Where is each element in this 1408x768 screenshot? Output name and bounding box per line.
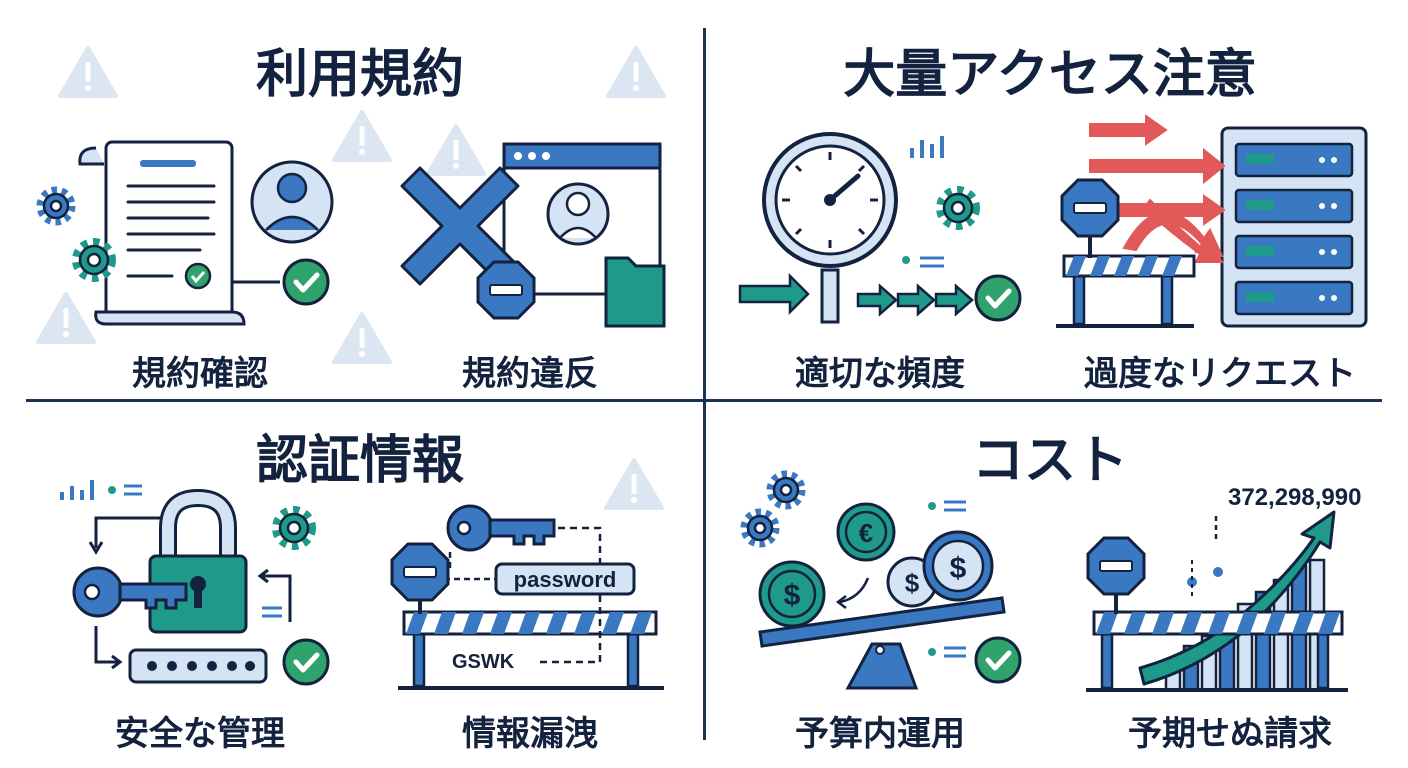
arrow-icon <box>738 272 974 317</box>
gear-icon <box>745 513 775 543</box>
barrier-icon <box>398 610 664 690</box>
dollar-symbol: $ <box>950 552 967 585</box>
cost-counter: 372,298,990 <box>1228 484 1362 511</box>
stop-sign-icon <box>1060 178 1120 238</box>
gear-icon <box>77 243 111 277</box>
warning-icon <box>58 46 118 98</box>
coin-icon: € <box>836 502 896 562</box>
coin-icon: $ <box>758 560 826 628</box>
horizontal-divider <box>26 399 1382 402</box>
server-rack-icon <box>1220 126 1368 328</box>
title-credentials: 認証情報 <box>255 431 464 491</box>
title-mass-access-warning: 大量アクセス注意 <box>843 45 1257 105</box>
clock-icon <box>762 132 898 324</box>
user-icon <box>250 160 334 244</box>
caption-terms-check: 規約確認 <box>132 354 268 394</box>
stop-sign-icon <box>1086 536 1146 596</box>
warning-icon <box>332 312 392 364</box>
signal-bars-icon <box>60 480 94 500</box>
password-field-label: password <box>514 567 617 592</box>
padlock-icon <box>148 488 248 634</box>
check-icon <box>284 640 328 684</box>
dollar-symbol: $ <box>784 579 801 612</box>
warning-icon <box>604 458 664 510</box>
barrier-icon <box>1086 610 1348 692</box>
check-icon <box>976 276 1020 320</box>
stop-sign-icon <box>476 260 536 320</box>
caption-terms-violation: 規約違反 <box>462 354 598 394</box>
caption-secure-management: 安全な管理 <box>115 714 285 754</box>
key-icon <box>446 504 556 552</box>
stop-sign-icon <box>390 542 450 602</box>
arrow-icon <box>1089 114 1226 263</box>
password-dots-icon <box>128 648 268 684</box>
caption-info-leak: 情報漏洩 <box>462 714 598 754</box>
check-icon <box>284 260 328 304</box>
seesaw-icon <box>758 596 1006 690</box>
coin-icon: $ <box>922 530 994 602</box>
folder-icon <box>604 256 666 328</box>
gear-icon <box>771 475 801 505</box>
vertical-divider <box>703 28 706 740</box>
warning-icon <box>426 124 486 176</box>
token-text: GSWK <box>452 651 515 673</box>
dollar-symbol: $ <box>905 568 920 598</box>
warning-icon <box>606 46 666 98</box>
title-cost: コスト <box>971 431 1128 491</box>
key-icon <box>72 566 188 618</box>
gear-icon <box>41 191 71 221</box>
document-icon <box>78 140 246 326</box>
barrier-icon <box>1056 254 1196 328</box>
warning-icon <box>332 110 392 162</box>
title-terms-of-use: 利用規約 <box>255 45 464 105</box>
gear-icon <box>941 191 975 225</box>
caption-excessive-requests: 過度なリクエスト <box>1084 354 1356 394</box>
gear-icon <box>277 511 311 545</box>
growth-chart-icon <box>1138 510 1336 692</box>
warning-icon <box>36 292 96 344</box>
caption-unexpected-bill: 予期せぬ請求 <box>1128 714 1332 754</box>
signal-bars-icon <box>910 136 944 158</box>
caption-proper-frequency: 適切な頻度 <box>795 354 965 394</box>
caption-within-budget: 予算内運用 <box>795 714 965 754</box>
euro-symbol: € <box>859 518 873 548</box>
check-icon <box>976 638 1020 682</box>
